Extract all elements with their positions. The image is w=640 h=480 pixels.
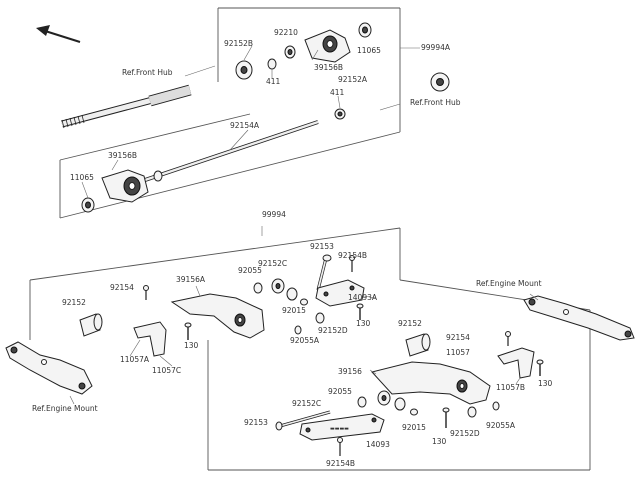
spacer-92152-right (405, 333, 431, 357)
label-130-b: 130 (184, 341, 199, 350)
bolt-411-a (267, 58, 277, 78)
washer-92055-bottom (357, 396, 367, 408)
label-92152a: 92152A (338, 75, 368, 84)
label-92152-right: 92152 (398, 319, 422, 328)
label-92152d-bottom: 92152D (450, 429, 480, 438)
label-92154b-bottom: 92154B (326, 459, 355, 468)
bolt-92153-top (316, 254, 332, 291)
label-11057: 11057 (446, 348, 470, 357)
label-92154a: 92154A (230, 121, 260, 130)
label-130-a: 130 (356, 319, 371, 328)
washer-92055a-top (294, 325, 302, 335)
washer-92055-top (253, 282, 263, 294)
cap-11065-top (358, 22, 372, 38)
label-92154-left: 92154 (110, 283, 134, 292)
label-130-c: 130 (538, 379, 553, 388)
label-14093: 14093 (366, 440, 390, 449)
cap-11065-left (81, 181, 95, 213)
engine-mount-plate-right (523, 293, 635, 341)
label-92154b-top: 92154B (338, 251, 367, 260)
bracket-39156a (170, 285, 265, 339)
label-92152d-top: 92152D (318, 326, 348, 335)
label-14093a: 14093A (348, 293, 378, 302)
bolt-92154-left (143, 285, 149, 300)
label-92055-top: 92055 (238, 266, 262, 275)
label-ref-front-hub-left: Ref.Front Hub (122, 68, 173, 77)
collar-92152d-bottom (467, 406, 477, 418)
label-92154-right: 92154 (446, 333, 470, 342)
ref-front-hub-left-leader (184, 65, 216, 77)
label-92153-bottom: 92153 (244, 418, 268, 427)
label-92015-bottom: 92015 (402, 423, 426, 432)
label-11057c: 11057C (152, 366, 181, 375)
bottom-assembly-frame (29, 226, 591, 471)
label-39156: 39156 (338, 367, 362, 376)
label-ref-front-hub-right: Ref.Front Hub (410, 98, 461, 107)
label-92055-bottom: 92055 (328, 387, 352, 396)
label-99994a: 99994A (421, 43, 451, 52)
washer-92210 (284, 45, 296, 59)
spacer-92152b (235, 45, 253, 80)
bracket-11057a (129, 321, 173, 367)
bolt-411-b (334, 95, 346, 120)
bracket-39156 (369, 361, 491, 405)
label-11065-left: 11065 (70, 173, 94, 182)
front-axle-shaft (61, 84, 192, 129)
label-92152-left: 92152 (62, 298, 86, 307)
top-assembly-frame (59, 7, 420, 219)
label-130-d: 130 (432, 437, 447, 446)
label-11057a: 11057A (120, 355, 150, 364)
label-ref-engine-mount-right: Ref.Engine Mount (476, 279, 542, 288)
bolt-92154-right (505, 331, 511, 346)
label-92055a-top: 92055A (290, 336, 320, 345)
direction-arrow-icon (36, 25, 81, 43)
spacer-92152a (430, 72, 450, 92)
bracket-11057b (497, 347, 535, 385)
spacer-92152c-bottom (377, 390, 406, 411)
label-411-a: 411 (266, 77, 281, 86)
label-39156b-left: 39156B (108, 151, 137, 160)
label-ref-engine-mount-left: Ref.Engine Mount (32, 404, 98, 413)
plate-14093a (315, 279, 377, 307)
spacer-92152c-top (271, 278, 298, 301)
bolt-130-bottom (442, 407, 450, 428)
bolt-92154b-bottom (337, 437, 343, 456)
shaft-92154a (144, 120, 319, 182)
plate-stamp: ▬▬▬▬ (330, 426, 349, 432)
spacer-92152-left (79, 313, 103, 337)
label-11065-top: 11065 (357, 46, 381, 55)
washer-92055a-bottom (492, 401, 500, 411)
label-39156a: 39156A (176, 275, 206, 284)
label-92152c-bottom: 92152C (292, 399, 321, 408)
label-92152b: 92152B (224, 39, 253, 48)
nut-92015-bottom (410, 408, 418, 416)
slider-39156b-top (304, 29, 351, 63)
slider-39156b-left (101, 159, 149, 203)
nut-92015-top (300, 298, 308, 306)
bolt-92154b-top (349, 255, 355, 272)
label-99994: 99994 (262, 210, 286, 219)
collar-92152d-top (315, 312, 325, 324)
label-11057b: 11057B (496, 383, 525, 392)
label-92210: 92210 (274, 28, 298, 37)
bolt-92153-bottom (275, 410, 331, 431)
bolt-130-right (536, 359, 544, 376)
label-39156b-top: 39156B (314, 63, 343, 72)
part-labels: 99994A 92152B 92210 11065 39156B 92152A … (32, 28, 553, 468)
label-92055a-bottom: 92055A (486, 421, 516, 430)
bolt-130-left (184, 322, 192, 340)
plate-14093: ▬▬▬▬ (299, 413, 385, 441)
engine-mount-plate-left (5, 341, 93, 405)
label-92015-top: 92015 (282, 306, 306, 315)
label-92153-top: 92153 (310, 242, 334, 251)
label-92152c-top: 92152C (258, 259, 287, 268)
ref-front-hub-right-leader (379, 103, 401, 111)
label-411-b: 411 (330, 88, 345, 97)
bolt-130-top-right (356, 303, 364, 320)
